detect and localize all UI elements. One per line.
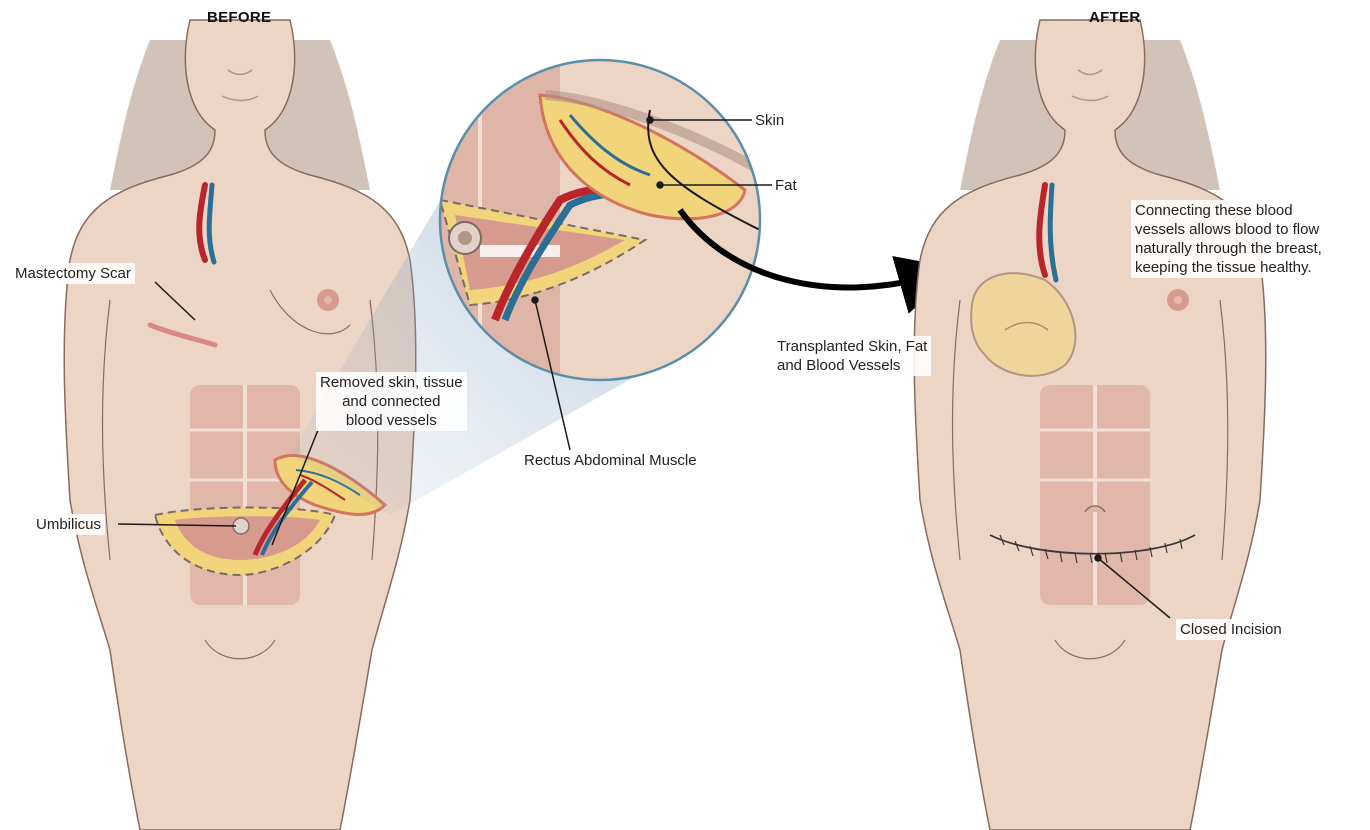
rectus-muscle-label: Rectus Abdominal Muscle [524, 451, 697, 470]
skin-label: Skin [755, 111, 784, 130]
removed-tissue-label: Removed skin, tissue and connected blood… [316, 372, 467, 431]
umbilicus-label: Umbilicus [32, 514, 105, 535]
mastectomy-scar-label: Mastectomy Scar [11, 263, 135, 284]
connecting-note-line-4: keeping the tissue healthy. [1135, 258, 1322, 277]
after-figure [914, 20, 1266, 830]
connecting-note-line-1: Connecting these blood [1135, 201, 1322, 220]
connecting-vessels-note: Connecting these blood vessels allows bl… [1131, 200, 1326, 278]
connecting-note-line-3: naturally through the breast, [1135, 239, 1322, 258]
transplanted-label: Transplanted Skin, Fat and Blood Vessels [773, 336, 931, 376]
transplanted-label-line-2: and Blood Vessels [777, 356, 927, 375]
closed-incision-label: Closed Incision [1176, 619, 1286, 640]
after-heading: AFTER [1089, 9, 1141, 26]
zoom-circle [440, 60, 760, 380]
before-heading: BEFORE [207, 9, 271, 26]
removed-label-line-3: blood vessels [320, 411, 463, 430]
connecting-note-line-2: vessels allows blood to flow [1135, 220, 1322, 239]
transplanted-label-line-1: Transplanted Skin, Fat [777, 337, 927, 356]
removed-label-line-1: Removed skin, tissue [320, 373, 463, 392]
fat-label: Fat [775, 176, 797, 195]
removed-label-line-2: and connected [320, 392, 463, 411]
